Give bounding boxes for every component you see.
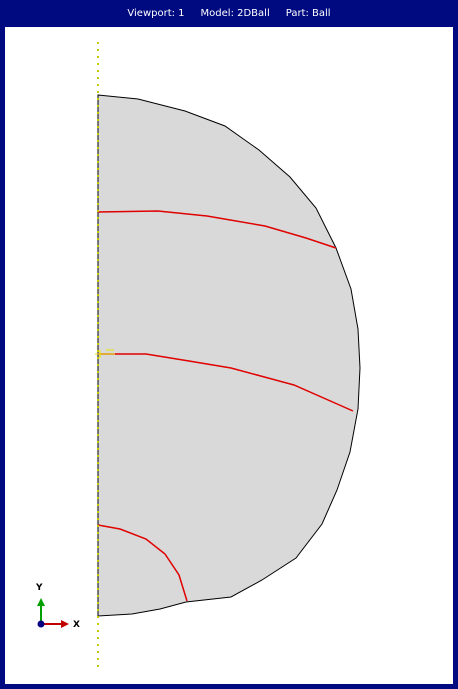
triad-y-label: Y [35,583,43,593]
triad-origin [37,620,45,628]
viewport-drawing: Y X [35,42,361,672]
model-label: Model: 2DBall [200,7,270,19]
viewport-label: Viewport: 1 [127,7,185,19]
partition-line-upper[interactable] [97,210,337,249]
viewport-title-bar: Viewport: 1 Model: 2DBall Part: Ball [0,0,458,26]
partition-line-middle[interactable] [98,353,354,412]
coordinate-triad: Y X [35,583,80,630]
part-label: Part: Ball [285,7,331,19]
ball-part-face[interactable] [97,94,361,617]
triad-x-arrowhead [61,620,69,628]
partition-line-lower[interactable] [97,524,188,602]
viewport-canvas[interactable]: Y X [5,27,453,684]
triad-y-arrowhead [37,598,45,606]
reference-point-marker[interactable] [95,349,115,358]
triad-x-label: X [73,620,80,630]
